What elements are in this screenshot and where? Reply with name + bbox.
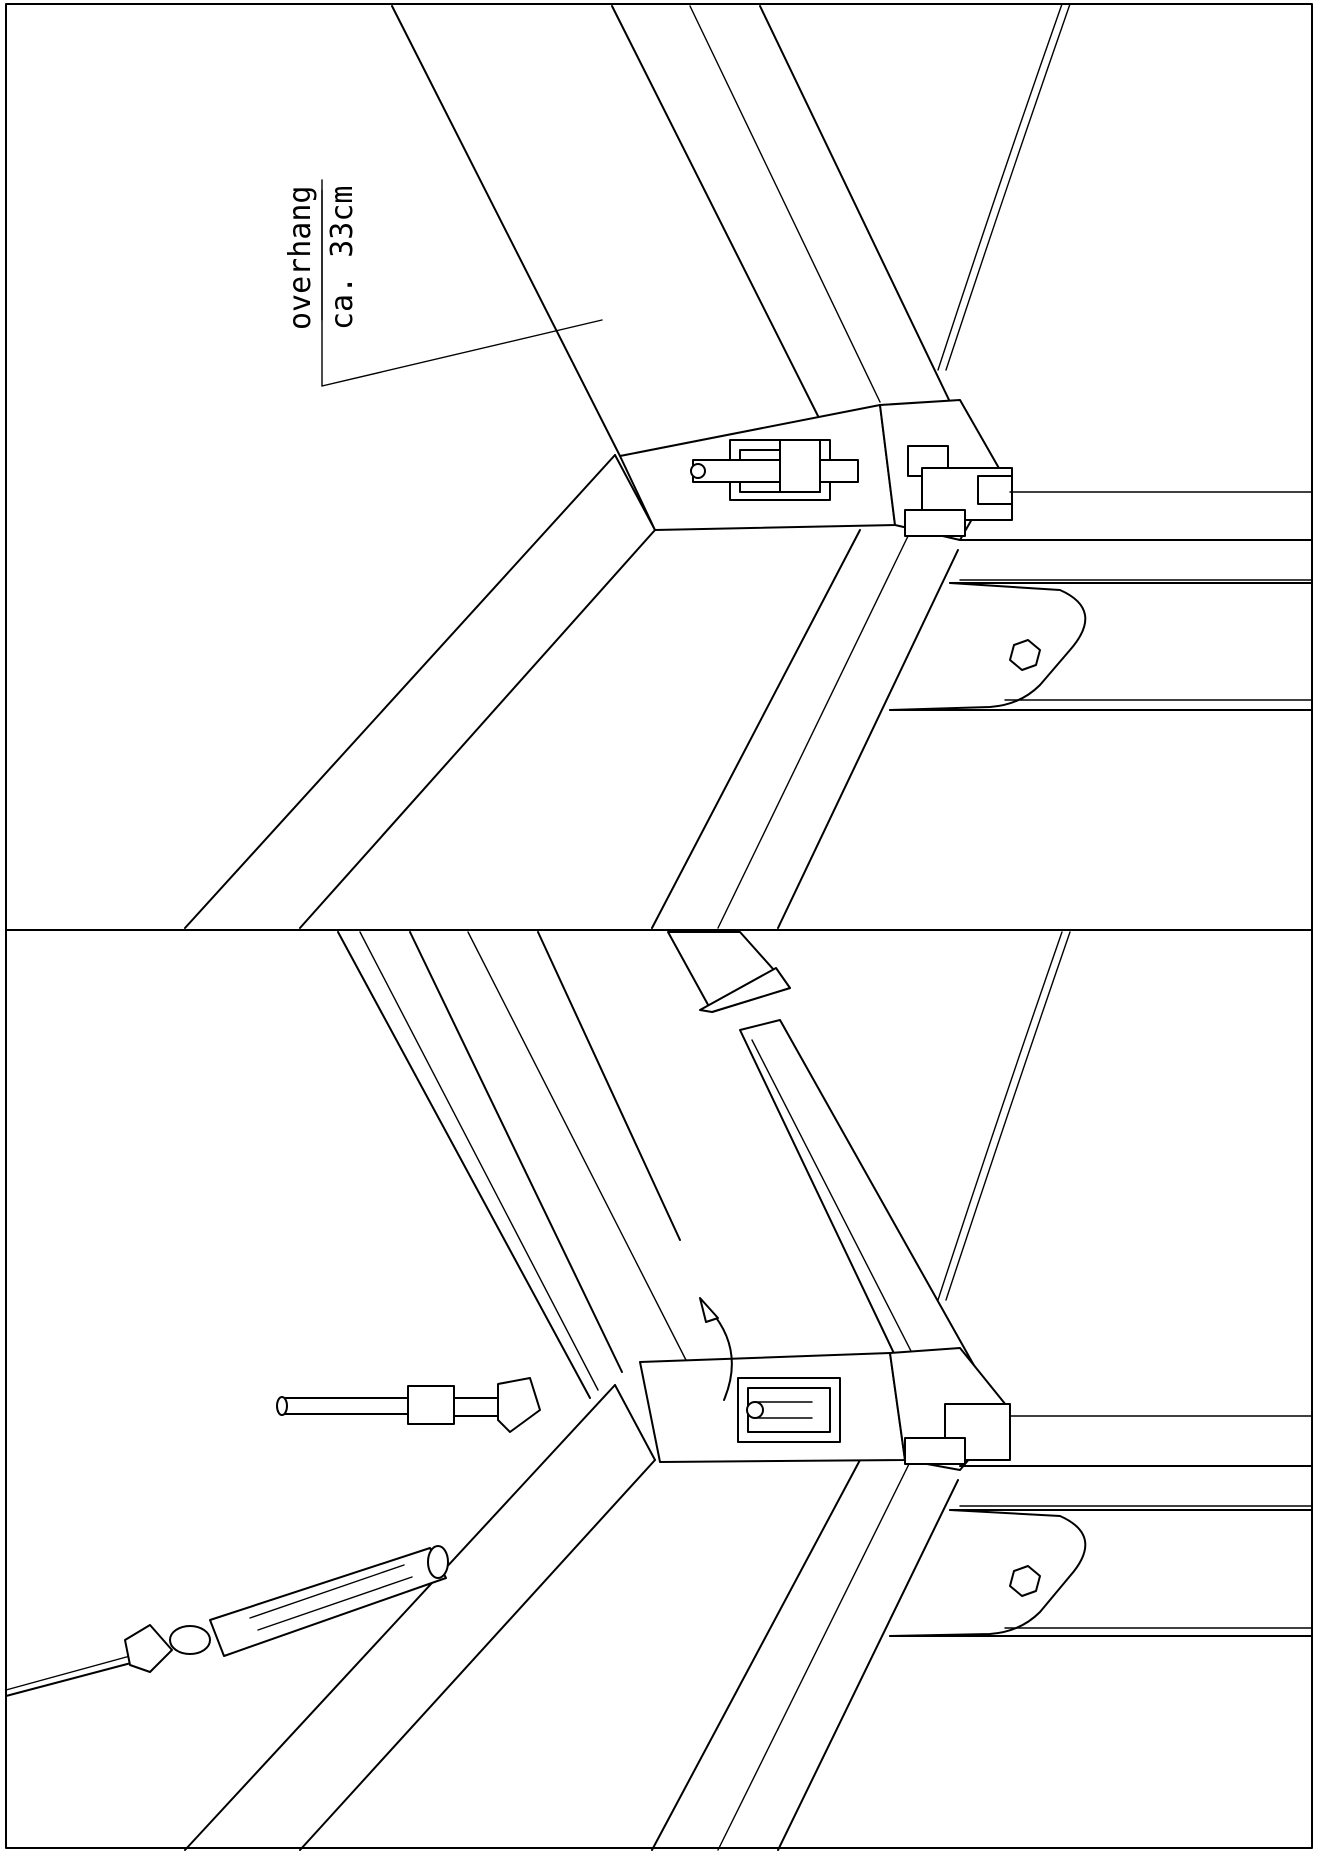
drawing-frame bbox=[5, 3, 1313, 1849]
lower-left-beam-b bbox=[184, 1384, 656, 1851]
support-posts bbox=[889, 491, 1313, 711]
upper-rail bbox=[337, 931, 689, 1399]
hex-bolt-top bbox=[1009, 639, 1041, 671]
tarp-edge-bottom-2 bbox=[945, 931, 1071, 1301]
top-panel: overhang ca. 33cm bbox=[184, 3, 1313, 929]
leader-line bbox=[321, 319, 603, 387]
rotate-arrow bbox=[699, 1297, 733, 1401]
corner-bracket-b bbox=[639, 1347, 1011, 1471]
upper-beam bbox=[391, 5, 951, 457]
overhang-value: ca. 33cm bbox=[325, 186, 360, 331]
overhang-label: overhang bbox=[283, 186, 318, 331]
lower-left-beam bbox=[184, 454, 656, 929]
tarp-edge-top bbox=[937, 3, 1063, 371]
tarp-edge-bottom bbox=[937, 931, 1063, 1301]
hex-bolt-bottom bbox=[1009, 1565, 1041, 1597]
loose-pin bbox=[276, 1377, 541, 1433]
corner-bracket bbox=[619, 399, 1013, 541]
turnbuckle bbox=[5, 1545, 449, 1697]
tube-stub bbox=[667, 931, 791, 1013]
support-posts-b bbox=[889, 1415, 1313, 1637]
lower-right-beam bbox=[651, 529, 959, 929]
bottom-panel bbox=[5, 931, 1313, 1851]
tarp-edge-top-2 bbox=[945, 3, 1071, 371]
lower-right-beam-b bbox=[651, 1459, 959, 1851]
overhang-annotation: overhang ca. 33cm bbox=[283, 179, 603, 387]
